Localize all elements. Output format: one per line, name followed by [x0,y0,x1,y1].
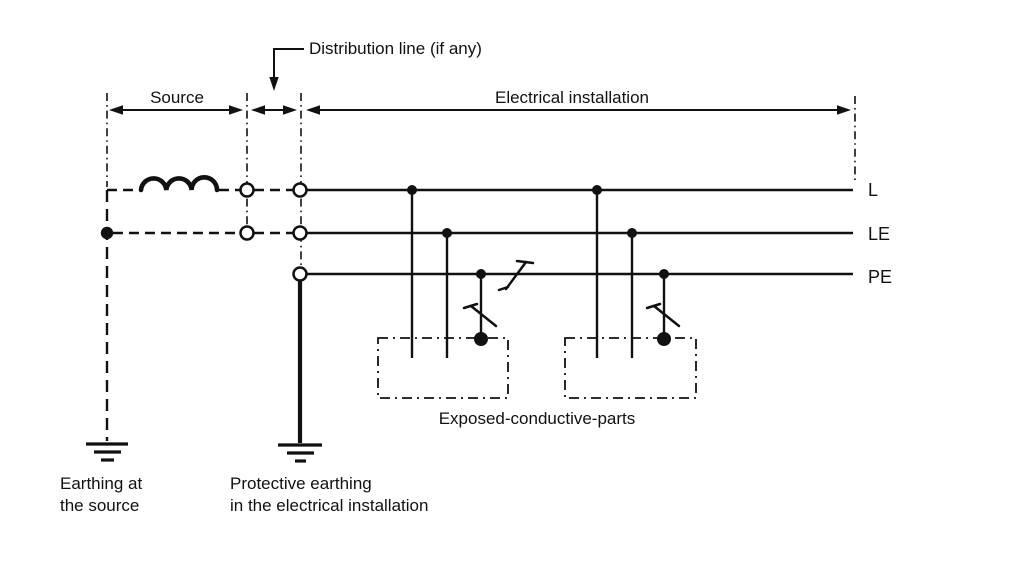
exposed-parts-box-2 [564,337,697,399]
region-label-source: Source [150,88,204,107]
caption-protective-earthing-line1: Protective earthing [230,474,372,493]
arrowhead-right-icon [283,105,297,115]
conductor-l [107,175,853,193]
terminal-circle [239,225,255,241]
bonding-terminal-dot [657,332,671,346]
disconnect-link-icon [645,302,681,328]
terminal-circle [292,182,308,198]
disconnect-link-icon [497,259,535,292]
arrowhead-left-icon [109,105,123,115]
source-winding-icon [138,175,220,193]
installation-region-arrow [306,105,851,115]
source-region-arrow [109,105,243,115]
load-branch-1 [407,185,498,358]
callout-leader-line [273,48,304,79]
arrowhead-left-icon [306,105,320,115]
caption-exposed-parts: Exposed-conductive-parts [439,409,636,428]
terminal-circle [292,266,308,282]
caption-earthing-source-line1: Earthing at [60,474,142,493]
earth-electrode-icon [86,442,128,462]
distribution-line-callout: Distribution line (if any) [269,39,482,91]
source-earthing [86,190,128,462]
disconnect-link-icon [462,302,498,328]
conductor-label-le: LE [868,224,890,244]
annotation-distribution-line: Distribution line (if any) [309,39,482,58]
bonding-terminal-dot [474,332,488,346]
caption-earthing-source-line2: the source [60,496,139,515]
exposed-parts-box-1 [377,337,509,399]
distribution-region-arrow [251,105,297,115]
arrowhead-right-icon [837,105,851,115]
earth-electrode-icon [278,443,322,463]
terminal-circle [292,225,308,241]
protective-earthing [278,280,322,463]
conductor-label-pe: PE [868,267,892,287]
terminal-circle [239,182,255,198]
arrowhead-left-icon [251,105,265,115]
arrowhead-down-icon [269,77,279,91]
region-label-installation: Electrical installation [495,88,649,107]
load-branch-2 [592,185,681,358]
caption-protective-earthing-line2: in the electrical installation [230,496,428,515]
conductor-le [100,226,853,240]
arrowhead-right-icon [229,105,243,115]
conductor-label-l: L [868,180,878,200]
